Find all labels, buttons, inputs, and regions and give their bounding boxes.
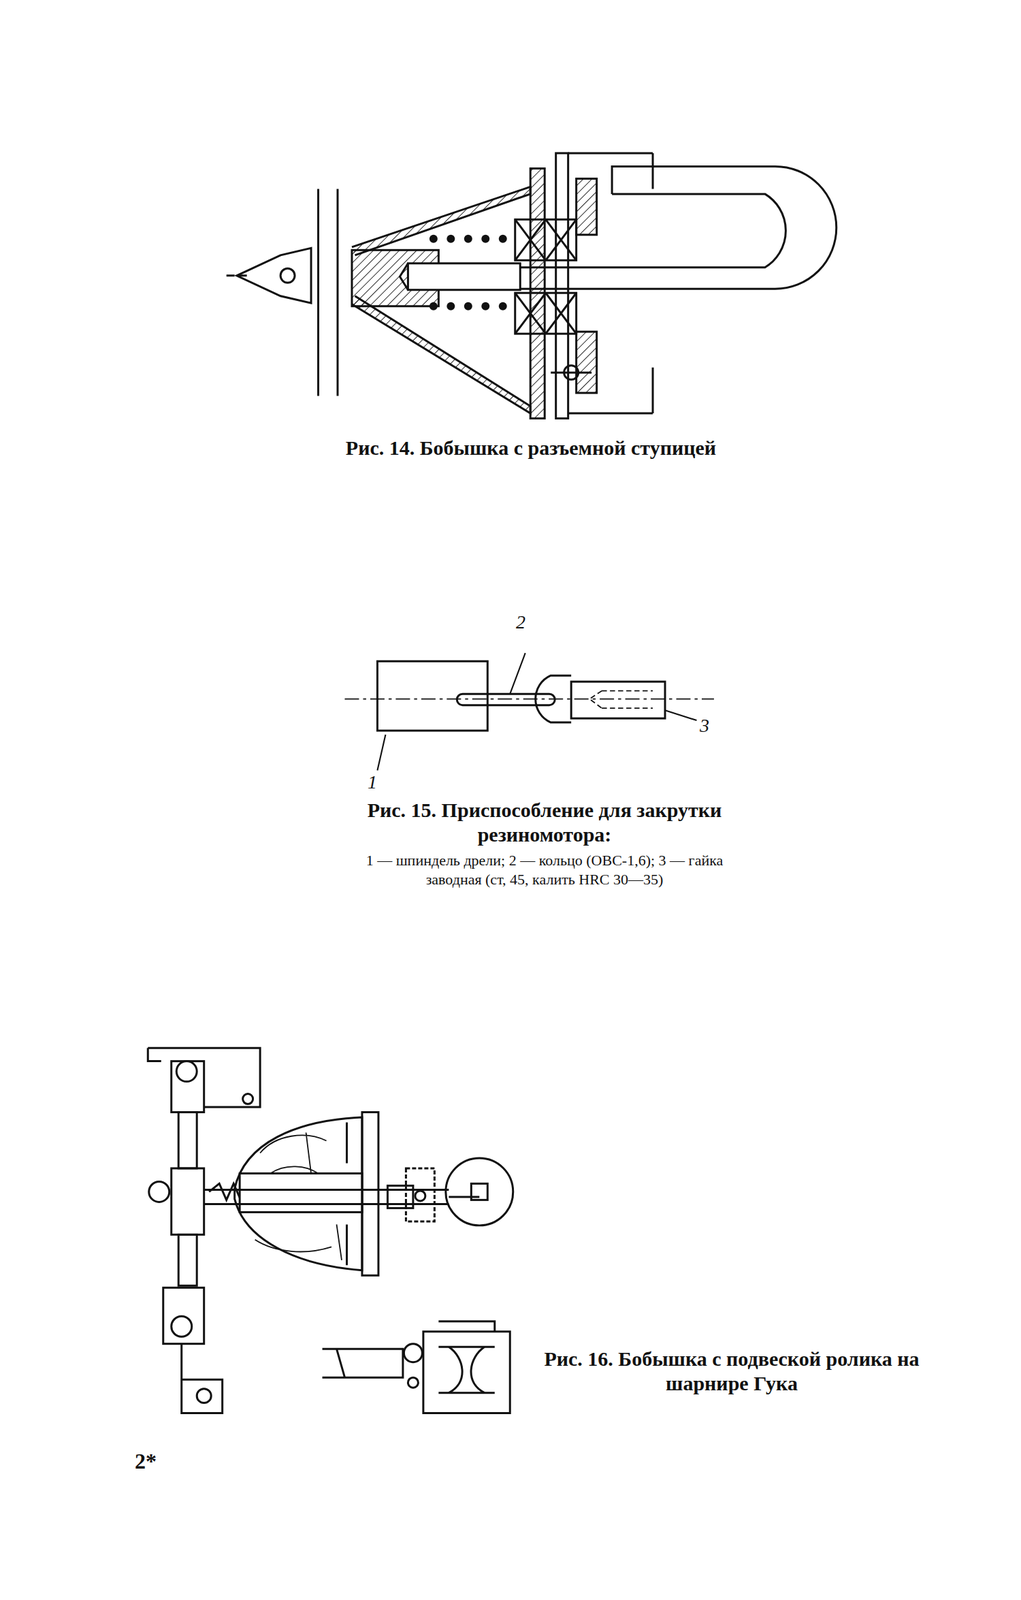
spinner-hooke-joint-figure16 bbox=[147, 1047, 513, 1413]
figure-legend: 1 — шпиндель дрели; 2 — кольцо (ОВС-1,6)… bbox=[347, 850, 742, 889]
figure-caption: Рис. 14. Бобышка с разъемной ступицей bbox=[245, 435, 817, 461]
figure-caption: Рис. 16. Бобышка с подвеской ролика на ш… bbox=[537, 1346, 926, 1396]
page-number: 2* bbox=[134, 1448, 190, 1474]
callout-number: 3 bbox=[699, 716, 721, 736]
callout-number: 2 bbox=[515, 612, 537, 632]
spinner-hub-figure14 bbox=[226, 153, 837, 419]
figure-caption: Рис. 15. Приспособление для закрутки рез… bbox=[347, 797, 742, 847]
callout-number: 1 bbox=[367, 772, 388, 792]
winding-device-figure15 bbox=[344, 652, 714, 770]
